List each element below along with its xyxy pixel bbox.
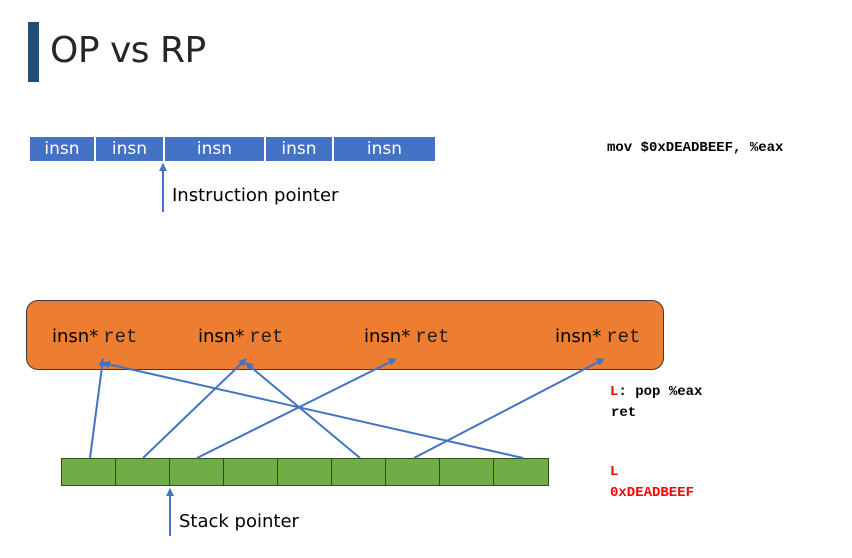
instruction-cell: insn [30,137,96,161]
stack-value-deadbeef: 0xDEADBEEF [610,485,695,501]
stack-cell [332,459,386,485]
stack-cell [116,459,170,485]
instruction-pointer-label: Instruction pointer [172,185,339,206]
gadget-insn: insn* [52,326,99,347]
pop-instruction: : pop %eax [618,384,703,400]
page-title: OP vs RP [50,30,206,71]
gadget-ret: ret [249,326,284,348]
stack-to-gadget-arrow [413,358,605,459]
stack-to-gadget-arrow [196,358,397,459]
stack-cell [386,459,440,485]
stack-to-gadget-arrow [142,358,247,459]
stack-cell [224,459,278,485]
gadget-code-line1: L: pop %eax [610,384,702,400]
gadget-container [26,300,664,370]
gadget-ret: ret [103,326,138,348]
stack-value-label: L [610,464,619,480]
gadget-insn: insn* [198,326,245,347]
gadget-insn: insn* [364,326,411,347]
gadget-4: insn* ret [555,326,640,348]
instruction-cell: insn [96,137,165,161]
title-accent-bar [28,22,39,82]
gadget-insn: insn* [555,326,602,347]
gadget-ret: ret [606,326,641,348]
stack-cell [278,459,332,485]
stack-cell [440,459,494,485]
stack [61,458,549,486]
gadget-ret: ret [415,326,450,348]
code-mov-instruction: mov $0xDEADBEEF, %eax [607,140,784,156]
stack-cell [494,459,548,485]
instruction-sequence: insn insn insn insn insn [30,137,435,161]
gadget-label: L [610,384,619,400]
stack-to-gadget-arrow [245,362,361,459]
instruction-cell: insn [334,137,435,161]
stack-to-gadget-arrow [102,360,524,459]
gadget-3: insn* ret [364,326,449,348]
gadget-code-ret: ret [611,405,637,421]
stack-to-gadget-arrow [89,358,107,459]
stack-pointer-label: Stack pointer [179,511,299,532]
stack-cell [170,459,224,485]
instruction-cell: insn [165,137,266,161]
instruction-cell: insn [266,137,334,161]
gadget-1: insn* ret [52,326,137,348]
stack-cell [62,459,116,485]
gadget-2: insn* ret [198,326,283,348]
